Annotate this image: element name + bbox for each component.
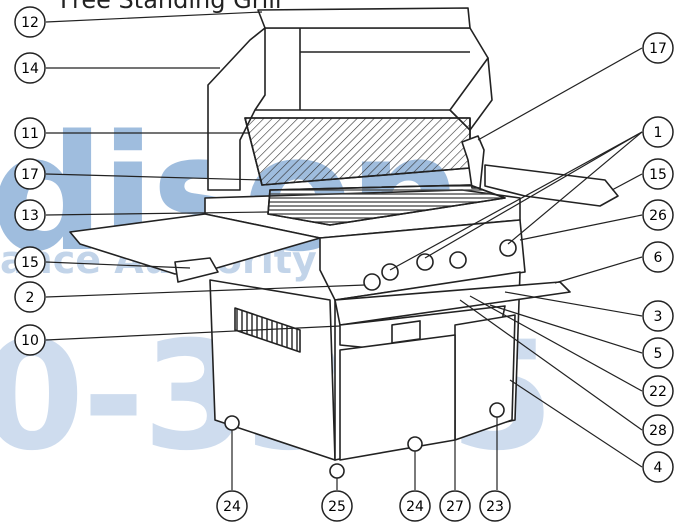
callout-3-label: 3 xyxy=(654,309,663,325)
callout-11-label: 11 xyxy=(21,126,39,142)
callout-13: 13 xyxy=(14,199,46,231)
callout-15-right-label: 15 xyxy=(649,167,667,183)
callout-2-label: 2 xyxy=(26,290,35,306)
callout-24-right-label: 24 xyxy=(406,499,424,515)
callout-17-right: 17 xyxy=(642,32,674,64)
callout-22: 22 xyxy=(642,375,674,407)
callout-25: 25 xyxy=(321,490,353,522)
callout-4-label: 4 xyxy=(654,460,663,476)
callout-11: 11 xyxy=(14,117,46,149)
callout-15-right: 15 xyxy=(642,158,674,190)
callout-24-left-label: 24 xyxy=(223,499,241,515)
caster-3 xyxy=(407,436,423,452)
hood-handle xyxy=(257,7,471,29)
callout-25-label: 25 xyxy=(328,499,346,515)
callout-12-label: 12 xyxy=(21,15,39,31)
callouts: 12 14 11 17 13 15 2 10 24 25 24 27 23 17… xyxy=(14,6,674,522)
callout-1-label: 1 xyxy=(654,125,663,141)
warming-rack xyxy=(244,117,471,186)
cart-body xyxy=(209,279,336,461)
callout-23: 23 xyxy=(479,490,511,522)
callout-27-label: 27 xyxy=(446,499,464,515)
callout-14-label: 14 xyxy=(21,61,39,77)
callout-27: 27 xyxy=(439,490,471,522)
callout-23-label: 23 xyxy=(486,499,504,515)
caster-2 xyxy=(329,463,345,479)
diagram-title: Free Standing Grill xyxy=(60,0,282,14)
callout-17-left: 17 xyxy=(14,158,46,190)
callout-14: 14 xyxy=(14,52,46,84)
callout-12: 12 xyxy=(14,6,46,38)
knob-4 xyxy=(449,251,467,269)
callout-6-label: 6 xyxy=(654,250,663,266)
knob-3 xyxy=(416,253,434,271)
callout-28-label: 28 xyxy=(649,423,667,439)
knob-5 xyxy=(499,239,517,257)
cart-drawer xyxy=(339,334,456,461)
callout-26: 26 xyxy=(642,199,674,231)
callout-10-label: 10 xyxy=(21,333,39,349)
callout-15-left: 15 xyxy=(14,246,46,278)
callout-5-label: 5 xyxy=(654,346,663,362)
callout-24-left: 24 xyxy=(216,490,248,522)
callout-24-right: 24 xyxy=(399,490,431,522)
callout-3: 3 xyxy=(642,300,674,332)
callout-13-label: 13 xyxy=(21,208,39,224)
drawer-handle xyxy=(391,320,421,344)
cart-door xyxy=(454,314,516,441)
callout-28: 28 xyxy=(642,414,674,446)
caster-1 xyxy=(224,415,240,431)
callout-22-label: 22 xyxy=(649,384,667,400)
callout-10: 10 xyxy=(14,324,46,356)
callout-6: 6 xyxy=(642,241,674,273)
callout-15-left-label: 15 xyxy=(21,255,39,271)
callout-17-right-label: 17 xyxy=(649,41,667,57)
callout-26-label: 26 xyxy=(649,208,667,224)
callout-17-left-label: 17 xyxy=(21,167,39,183)
caster-4 xyxy=(489,402,505,418)
right-side-shelf xyxy=(484,164,619,207)
callout-1: 1 xyxy=(642,116,674,148)
callout-5: 5 xyxy=(642,337,674,369)
hood-side-panel xyxy=(207,27,266,191)
knob-1 xyxy=(363,273,381,291)
callout-2: 2 xyxy=(14,281,46,313)
callout-4: 4 xyxy=(642,451,674,483)
